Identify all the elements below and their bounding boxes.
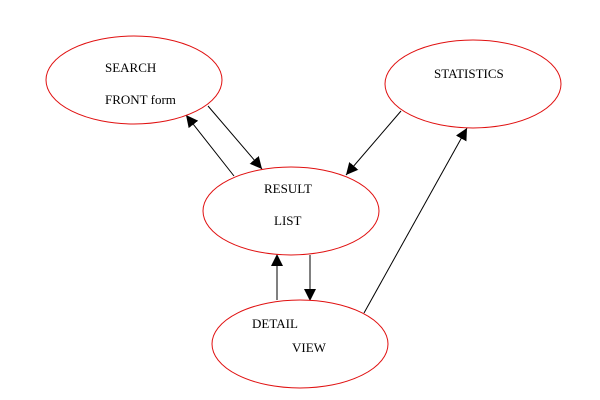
- node-result-label-line1: RESULT: [264, 181, 312, 196]
- edge-result-to-search: [185, 114, 235, 177]
- edge-detail-to-statistics: [363, 127, 468, 314]
- node-search-front-form[interactable]: SEARCH FRONT form: [45, 35, 223, 125]
- node-search-front-form-shape: [45, 35, 223, 125]
- edge-search-to-result: [207, 105, 263, 170]
- node-statistics[interactable]: STATISTICS: [384, 39, 562, 129]
- node-statistics-shape: [384, 39, 562, 129]
- node-search-label-line1: SEARCH: [105, 60, 156, 75]
- node-search-label-line2: FRONT form: [105, 92, 176, 107]
- node-result-list-shape: [202, 166, 380, 256]
- node-detail-view[interactable]: DETAIL VIEW: [211, 299, 389, 389]
- node-result-list[interactable]: RESULT LIST: [202, 166, 380, 256]
- node-result-label-line2: LIST: [274, 213, 302, 228]
- node-statistics-label: STATISTICS: [434, 66, 504, 81]
- node-detail-view-shape: [211, 299, 389, 389]
- node-detail-label-line2: VIEW: [292, 340, 327, 355]
- node-detail-label-line1: DETAIL: [252, 316, 298, 331]
- edge-statistics-to-result: [345, 110, 402, 176]
